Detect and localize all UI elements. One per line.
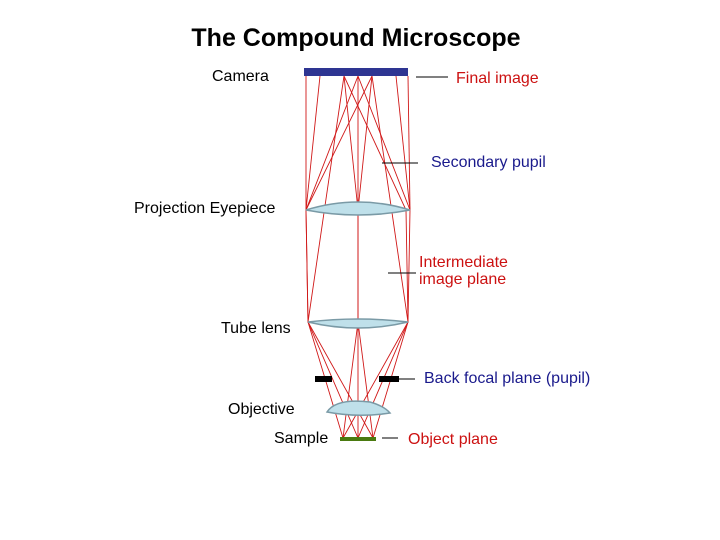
light-ray (307, 75, 345, 439)
objective-lens (325, 400, 392, 416)
secondary-pupil-label: Secondary pupil (431, 154, 546, 171)
aperture-stop-right (379, 376, 399, 382)
leader-lines (382, 76, 448, 439)
light-ray (357, 75, 374, 439)
light-ray (395, 75, 411, 211)
objective-label: Objective (228, 401, 295, 418)
light-ray (371, 75, 409, 439)
light-ray (407, 75, 411, 211)
light-rays (305, 75, 411, 439)
aperture-stop-left (315, 376, 332, 382)
back-focal-plane-label: Back focal plane (pupil) (424, 370, 591, 387)
tube-lens (307, 318, 409, 329)
projection-eyepiece-lens (305, 201, 411, 216)
diagram-title: The Compound Microscope (191, 24, 521, 52)
sample-slide (340, 437, 376, 441)
tube-lens-label: Tube lens (221, 320, 291, 337)
camera-sensor (304, 68, 408, 76)
light-ray (305, 75, 374, 439)
light-ray (342, 75, 409, 439)
projection-eyepiece-label: Projection Eyepiece (134, 200, 276, 217)
intermediate-label-line2: image plane (419, 271, 507, 288)
intermediate-label-line1: Intermediate (419, 254, 508, 271)
light-ray (305, 75, 321, 211)
camera-label: Camera (212, 68, 269, 85)
sample-label: Sample (274, 430, 329, 447)
final-image-label: Final image (456, 70, 539, 87)
object-plane-label: Object plane (408, 431, 498, 448)
light-ray (305, 75, 359, 439)
